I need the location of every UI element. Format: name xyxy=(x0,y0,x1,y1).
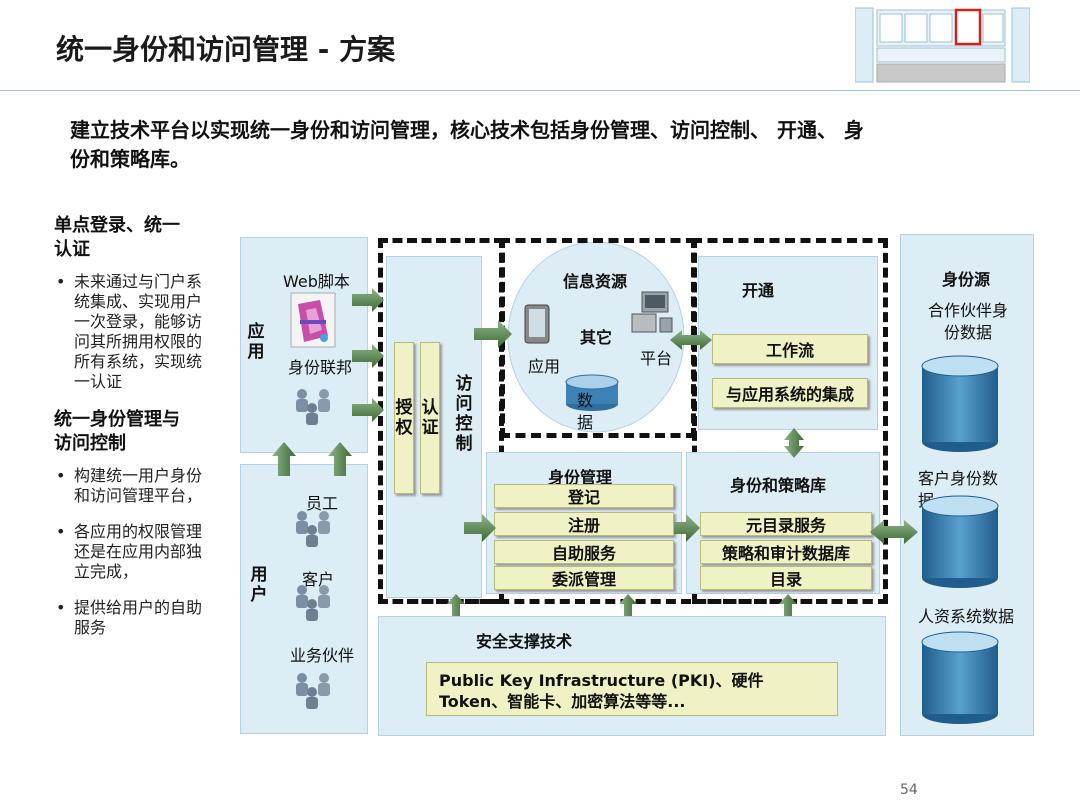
data-cylinder-icon xyxy=(564,374,620,416)
arrow-up-icon xyxy=(447,594,465,616)
other-label: 其它 xyxy=(580,328,613,347)
partner-icon xyxy=(290,668,338,714)
sso-heading-line-2: 认证 xyxy=(54,239,90,260)
arrow-right-icon xyxy=(674,514,700,542)
page-title: 统一身份和访问管理 - 方案 xyxy=(56,33,396,66)
thumbnail-map xyxy=(854,6,1031,84)
data-label: 数据 xyxy=(577,390,597,434)
hr-data-label: 人资系统数据 xyxy=(918,606,1016,628)
access-control-label: 访问控制 xyxy=(455,374,473,454)
sso-heading-line-1: 单点登录、统一 xyxy=(54,215,180,236)
enroll-box: 注册 xyxy=(494,512,674,536)
security-title: 安全支撑技术 xyxy=(476,632,573,651)
application-label: 应用 xyxy=(528,357,561,376)
authentication-label: 认证 xyxy=(421,398,439,438)
customer-icon xyxy=(290,580,338,626)
sidebar: 单点登录、统一 认证 未来通过与门户系统集成、实现用户一次登录，能够访问其所拥用… xyxy=(54,214,214,654)
authorization-box: 授权 xyxy=(394,342,414,494)
iam-bullet: 提供给用户的自助服务 xyxy=(54,598,214,638)
federation-people-icon xyxy=(290,384,338,430)
sso-bullet: 未来通过与门户系统集成、实现用户一次登录，能够访问其所拥用权限的所有系统，实现统… xyxy=(54,272,214,392)
platform-label: 平台 xyxy=(640,349,673,368)
provisioning-title: 开通 xyxy=(742,281,775,300)
apps-label: 应用 xyxy=(247,322,265,362)
arrow-vertical-bidirectional-icon xyxy=(784,428,804,458)
partner-data-label: 合作伙伴身份数据 xyxy=(924,300,1012,344)
directory-box: 目录 xyxy=(700,566,872,590)
sso-bullets: 未来通过与门户系统集成、实现用户一次登录，能够访问其所拥用权限的所有系统，实现统… xyxy=(54,272,214,392)
security-line-2: Token、智能卡、加密算法等等... xyxy=(439,692,686,711)
web-script-label: Web脚本 xyxy=(283,272,350,291)
meta-directory-box: 元目录服务 xyxy=(700,512,872,536)
partner-label: 业务伙伴 xyxy=(290,646,355,665)
identity-sources-title: 身份源 xyxy=(942,270,991,289)
arrow-up-icon xyxy=(779,594,797,616)
hr-data-text: 人资系统数据 xyxy=(918,607,1015,626)
security-tech-box: Public Key Infrastructure (PKI)、硬件 Token… xyxy=(426,662,838,716)
arrow-up-icon xyxy=(272,442,296,476)
workflow-box: 工作流 xyxy=(712,334,868,364)
delegated-admin-box: 委派管理 xyxy=(494,566,674,590)
page-number: 54 xyxy=(900,782,918,798)
policy-audit-db-box: 策略和审计数据库 xyxy=(700,540,872,564)
iam-heading: 统一身份管理与 访问控制 xyxy=(54,408,214,456)
users-label: 用户 xyxy=(250,565,268,605)
authorization-label: 授权 xyxy=(395,398,413,438)
employee-label: 员工 xyxy=(306,494,339,513)
arrow-right-icon xyxy=(352,398,384,422)
employee-icon xyxy=(290,506,338,552)
arrow-up-icon xyxy=(328,442,352,476)
iam-bullet: 构建统一用户身份和访问管理平台， xyxy=(54,466,214,506)
arrow-up-icon xyxy=(619,594,637,616)
arrow-right-icon xyxy=(464,514,496,542)
title-divider xyxy=(0,90,1080,91)
customer-label: 客户 xyxy=(302,570,335,589)
self-service-box: 自助服务 xyxy=(494,540,674,564)
register-box: 登记 xyxy=(494,484,674,508)
identity-federation-label: 身份联邦 xyxy=(288,358,353,377)
arrow-bidirectional-icon xyxy=(870,520,918,544)
arrow-right-icon xyxy=(352,288,384,312)
intro-line-1: 建立技术平台以实现统一身份和访问管理，核心技术包括身份管理、访问控制、 开通、 … xyxy=(70,118,864,142)
policy-store-title: 身份和策略库 xyxy=(730,476,827,495)
tablet-icon xyxy=(524,304,550,348)
arrow-bidirectional-icon xyxy=(670,330,712,350)
iam-heading-line-1: 统一身份管理与 xyxy=(54,409,180,430)
security-line-1: Public Key Infrastructure (PKI)、硬件 xyxy=(439,671,764,690)
intro-text: 建立技术平台以实现统一身份和访问管理，核心技术包括身份管理、访问控制、 开通、 … xyxy=(70,116,1020,174)
iam-heading-line-2: 访问控制 xyxy=(54,433,126,454)
iam-bullets: 构建统一用户身份和访问管理平台， 各应用的权限管理还是在应用内部独立完成， 提供… xyxy=(54,466,214,638)
arrow-right-icon xyxy=(352,344,384,368)
data-label-text: 数据 xyxy=(577,391,594,432)
hr-db-icon xyxy=(920,630,1000,730)
sso-heading: 单点登录、统一 认证 xyxy=(54,214,214,262)
info-resources-title: 信息资源 xyxy=(563,272,628,291)
authentication-box: 认证 xyxy=(420,342,440,494)
integration-box: 与应用系统的集成 xyxy=(712,378,868,408)
partner-data-text: 合作伙伴身份数据 xyxy=(927,301,1008,342)
intro-line-2: 份和策略库。 xyxy=(70,147,190,171)
iam-bullet: 各应用的权限管理还是在应用内部独立完成， xyxy=(54,522,214,582)
customer-db-icon xyxy=(920,494,1000,594)
identity-mgmt-title: 身份管理 xyxy=(548,468,613,487)
computer-icon xyxy=(630,290,674,340)
web-app-icon xyxy=(290,292,336,352)
arrow-right-icon xyxy=(474,320,512,348)
partner-db-icon xyxy=(920,354,1000,458)
